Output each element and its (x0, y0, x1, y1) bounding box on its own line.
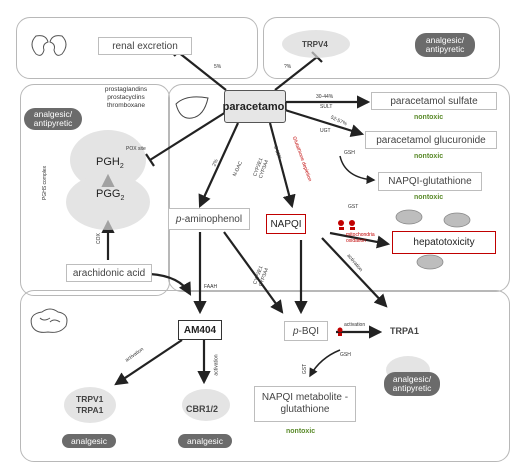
kidney-icon (31, 35, 67, 56)
p-aminophenol-text: -aminophenol (181, 213, 243, 225)
pgh2-text: PGH (96, 156, 120, 168)
pgh2-label: PGH2 (96, 156, 124, 170)
p-aminophenol-prefix: p (175, 213, 182, 225)
kidney-region (16, 17, 258, 79)
gst-label-1: GST (348, 204, 359, 210)
paracetamol-box: paracetamol (223, 90, 287, 123)
brain-icon (30, 308, 68, 333)
napqi-metabolite-box: NAPQI metabolite -glutathione (254, 386, 356, 422)
pgg2-text: PGG (96, 188, 121, 200)
faah-label: FAAH (204, 284, 218, 290)
gsh-label-1: GSH (344, 150, 355, 156)
thromboxane-label: thromboxane (107, 102, 145, 109)
p-bqi-box: p-BQI (284, 321, 328, 341)
gsh-label-2: GSH (340, 352, 351, 358)
trpv4-label: TRPV4 (302, 40, 328, 49)
nontoxic-metabolite-label: nontoxic (286, 428, 316, 435)
pgh2-subscript: 2 (119, 163, 124, 171)
mitochondria-oxidation-label: mitochondria oxidation (346, 232, 375, 244)
napqi-glutathione-box: NAPQI-glutathione (378, 172, 482, 191)
trpa1-label: TRPA1 (390, 326, 419, 336)
pgg2-label: PGG2 (96, 188, 124, 202)
cox-region (20, 84, 170, 296)
renal-excretion-box: renal excretion (98, 37, 192, 55)
p-bqi-prefix: p (292, 325, 299, 337)
trpv4-pct-label: ?% (284, 64, 292, 70)
skull-crossbones-icon (337, 220, 355, 336)
pghs-complex-label: PGHS complex (42, 165, 48, 200)
paracetamol-sulfate-box: paracetamol sulfate (371, 92, 497, 110)
prostaglandins-label: prostaglandins (104, 86, 148, 93)
mitochondria-icon (395, 209, 471, 270)
pox-site-label: POX site (126, 146, 146, 152)
cox-label: COX (96, 233, 102, 244)
arachidonic-acid-box: arachidonic acid (66, 264, 152, 282)
analgesic-antipyretic-pill-top: analgesic/ antipyretic (415, 33, 475, 57)
prostacyclins-label: prostacyclins (107, 94, 145, 101)
analgesic-antipyretic-pill-right: analgesic/ antipyretic (384, 372, 440, 396)
trpa1-label-2: TRPA1 (76, 405, 104, 415)
protein-structure-icon (64, 30, 430, 423)
nontoxic-sulfate-label: nontoxic (414, 114, 444, 121)
paracetamol-glucuronide-box: paracetamol glucuronide (365, 131, 497, 149)
sult-pct-label: 30-44% (316, 94, 334, 100)
prostanoids-list: prostaglandins prostacyclins thromboxane (86, 86, 166, 110)
trpv1-trpa1-labels: TRPV1 TRPA1 (76, 394, 103, 416)
cbr12-label: CBR1/2 (186, 404, 219, 414)
nontoxic-glutathione-label: nontoxic (414, 194, 444, 201)
pgg2-subscript: 2 (120, 195, 125, 203)
renal-pct-label: 5% (214, 64, 222, 70)
p-aminophenol-box: p-aminophenol (168, 208, 250, 230)
cns-region (20, 290, 510, 462)
analgesic-pill-trp: analgesic (62, 434, 116, 448)
liver-region (168, 84, 510, 292)
analgesic-antipyretic-pill-left: analgesic/ antipyretic (24, 108, 82, 130)
gst-label-2: GST (302, 363, 309, 375)
napqi-box: NAPQI (266, 214, 306, 234)
liver-icon (175, 96, 209, 119)
activation-trpa1-label: activation (344, 322, 366, 328)
p-bqi-text: -BQI (298, 325, 320, 337)
periphery-region (263, 17, 500, 79)
ugt-label: UGT (320, 128, 331, 134)
activation-cbr-label: activation (213, 354, 220, 376)
am404-box: AM404 (178, 320, 222, 340)
analgesic-pill-cbr: analgesic (178, 434, 232, 448)
nontoxic-glucuronide-label: nontoxic (414, 153, 444, 160)
trpv1-label: TRPV1 (76, 394, 104, 404)
hepatotoxicity-box: hepatotoxicity (392, 231, 496, 254)
sult-label: SULT (320, 104, 333, 110)
